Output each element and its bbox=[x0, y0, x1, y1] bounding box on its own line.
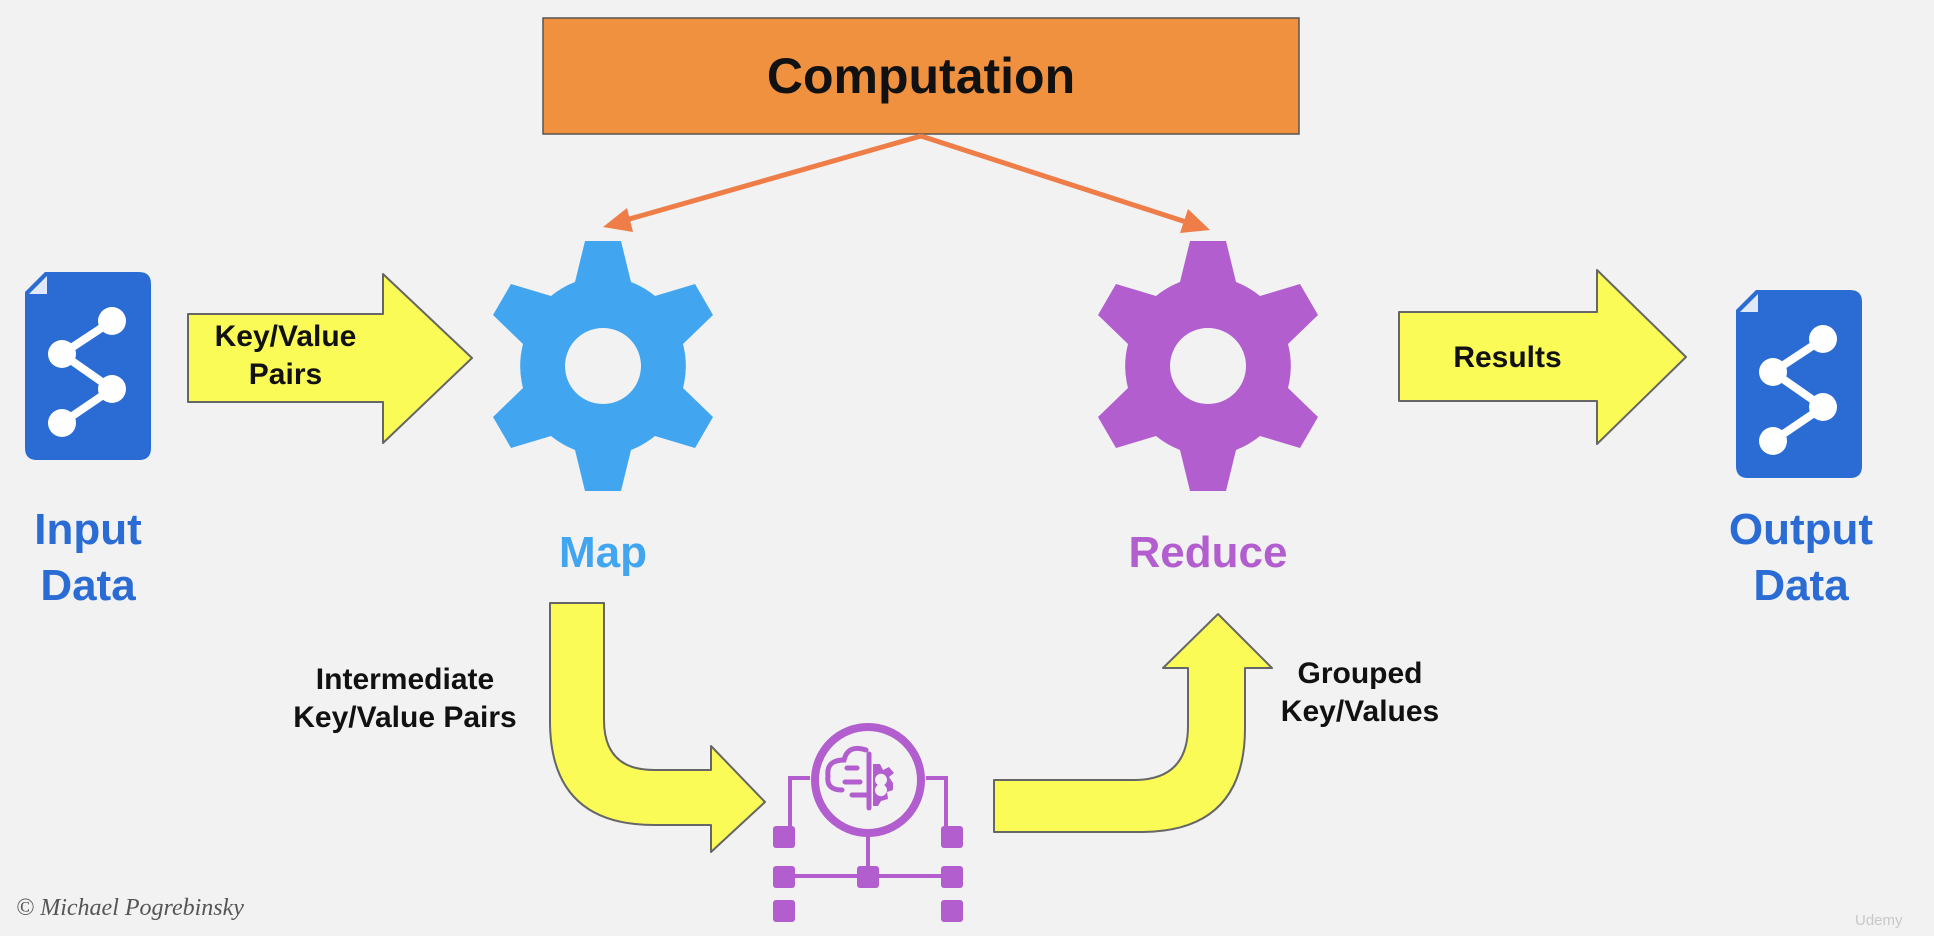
input-data-label: Input Data bbox=[0, 502, 176, 614]
copyright-text: © Michael Pogrebinsky bbox=[16, 895, 244, 921]
computation-box bbox=[542, 17, 1300, 135]
grouped-line1: Grouped bbox=[1297, 657, 1423, 690]
shuffle-brain-gear-icon bbox=[773, 723, 963, 922]
key-value-pairs-line1: Key/Value bbox=[214, 320, 357, 353]
output-data-label: Output Data bbox=[1713, 502, 1889, 614]
input-data-line2: Data bbox=[40, 561, 136, 610]
intermediate-pairs-arrow bbox=[549, 602, 766, 853]
output-data-line1: Output bbox=[1728, 505, 1874, 554]
reduce-gear-icon bbox=[1098, 241, 1318, 491]
udemy-watermark: Udemy bbox=[1855, 912, 1903, 929]
computation-to-map-arrow bbox=[603, 133, 922, 232]
grouped-line2: Key/Values bbox=[1280, 695, 1440, 728]
key-value-pairs-label: Key/Value Pairs bbox=[188, 318, 383, 394]
input-data-line1: Input bbox=[34, 505, 142, 554]
output-data-line2: Data bbox=[1753, 561, 1849, 610]
intermediate-line1: Intermediate bbox=[315, 663, 495, 696]
key-value-pairs-arrow bbox=[187, 273, 473, 444]
intermediate-line2: Key/Value Pairs bbox=[293, 701, 517, 734]
computation-label: Computation bbox=[766, 48, 1076, 104]
intermediate-pairs-label: Intermediate Key/Value Pairs bbox=[265, 661, 545, 737]
grouped-values-label: Grouped Key/Values bbox=[1250, 655, 1470, 731]
output-data-icon bbox=[1736, 290, 1862, 478]
results-label: Results bbox=[1453, 341, 1562, 374]
input-data-icon bbox=[25, 272, 151, 460]
computation-to-reduce-arrow bbox=[920, 133, 1210, 233]
grouped-values-arrow bbox=[993, 613, 1273, 833]
results-arrow bbox=[1398, 269, 1687, 445]
reduce-label: Reduce bbox=[1128, 528, 1288, 577]
key-value-pairs-line2: Pairs bbox=[248, 358, 323, 391]
map-label: Map bbox=[559, 528, 647, 577]
map-gear-icon bbox=[493, 241, 713, 491]
